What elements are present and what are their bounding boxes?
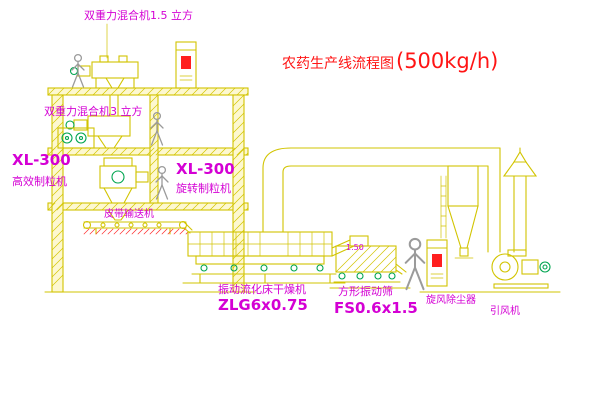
- fan-label: 引风机: [490, 306, 520, 317]
- building-frame: [44, 87, 256, 293]
- slab-hatch-1: [47, 87, 249, 96]
- mixer-mid-label: 双重力混合机3 立方: [44, 105, 143, 118]
- roller-machine: [57, 127, 95, 149]
- worker-figure-ground: [404, 237, 426, 291]
- gravity-mixer-mid: [65, 94, 131, 149]
- control-cabinet-top: [175, 41, 197, 89]
- slab-hatch-2: [47, 147, 249, 156]
- control-cabinet-right: [426, 239, 448, 287]
- granulator-right-name: 旋转制粒机: [176, 182, 231, 195]
- worker-figure-roof: [71, 53, 85, 88]
- sieve-model: FS0.6x1.5: [334, 299, 418, 317]
- induced-draft-fan: [491, 249, 551, 289]
- fluid-bed-label: 振动流化床干燥机: [218, 283, 306, 296]
- elevation-label: 1.50: [346, 243, 364, 252]
- granulator-left-model: XL-300: [12, 151, 71, 169]
- slab-hatch-3: [47, 202, 249, 211]
- cyclone-separator: [440, 165, 479, 259]
- belt-conveyor-label: 皮带输送机: [104, 209, 154, 220]
- exhaust-duct: [262, 147, 501, 253]
- exhaust-stack: [502, 147, 538, 253]
- granulator: [99, 157, 149, 204]
- diagram-title: 农药生产线流程图 (500kg/h): [282, 49, 499, 73]
- belt-conveyor: [82, 209, 193, 235]
- foundation-hatch: [83, 228, 189, 235]
- diagram-title-text: 农药生产线流程图: [282, 56, 394, 72]
- column-hatch-right: [232, 94, 245, 287]
- granulator-left-name: 高效制粒机: [12, 175, 67, 188]
- fluid-bed-model: ZLG6x0.75: [218, 296, 308, 314]
- mixer-top-label: 双重力混合机1.5 立方: [84, 9, 193, 22]
- fluid-bed-dryer: [182, 231, 346, 284]
- vibrating-sieve: [329, 235, 411, 289]
- diagram-title-capacity: (500kg/h): [396, 49, 499, 73]
- sieve-label: 方形振动筛: [338, 285, 393, 298]
- cyclone-label: 旋风除尘器: [426, 295, 476, 306]
- sieve-hatch: [335, 245, 397, 273]
- granulator-right-model: XL-300: [176, 160, 235, 178]
